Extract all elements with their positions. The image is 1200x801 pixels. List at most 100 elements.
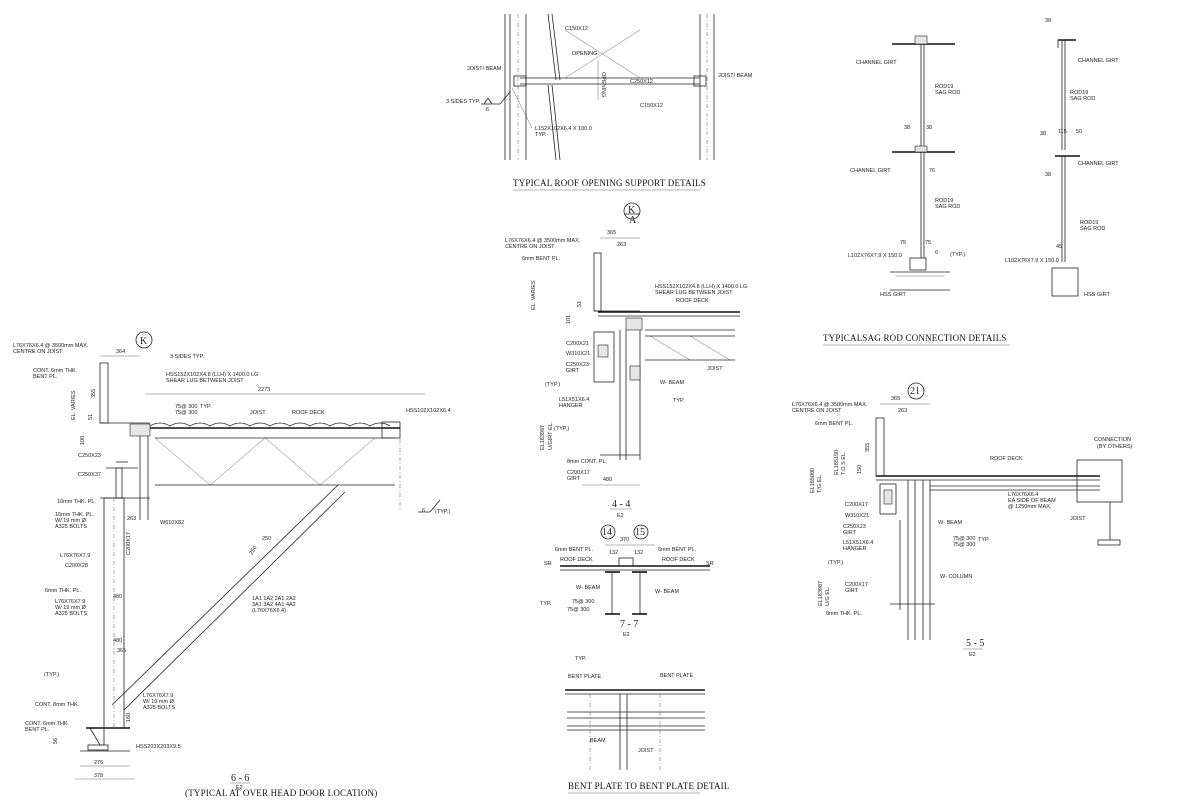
label-brace2-66: 3A1 3A2 4A1 4A2 bbox=[252, 602, 296, 608]
label-3-sides: 3 SIDES TYP. bbox=[446, 99, 481, 105]
label-joist-right: JOIST/ BEAM bbox=[718, 73, 753, 79]
label-sr-r-77: SR bbox=[706, 561, 714, 567]
label-sag-rod-1: SAG ROD bbox=[935, 90, 960, 96]
dim-250b-brace: 250 bbox=[262, 536, 271, 542]
label-conn-55: CONNECTION bbox=[1094, 437, 1131, 443]
section-5-5: 21 365 263 L76X76X6.4 @ 3500mm MAX. CENT… bbox=[792, 382, 1133, 658]
dim-50: 50 bbox=[1076, 129, 1082, 135]
dim-480b-66: 480 bbox=[113, 638, 122, 644]
mark-14: 14 bbox=[602, 527, 612, 538]
label-roof-deck-44: ROOF DECK bbox=[676, 298, 709, 304]
label-ea-55: EA SIDE OF BEAM bbox=[1008, 498, 1056, 504]
label-shear-44: SHEAR LUG BETWEEN JOIST bbox=[655, 290, 733, 296]
label-typ3-66: (TYP.) bbox=[435, 509, 450, 515]
label-typ-77: TYP. bbox=[540, 601, 552, 607]
label-typ3-44: (TYP.) bbox=[554, 426, 569, 432]
dim-38-right-2: 38 bbox=[1045, 172, 1051, 178]
dim-38-b: 38 bbox=[926, 125, 932, 131]
label-girt-55: GIRT bbox=[843, 530, 857, 536]
dim-365-66: 365 bbox=[117, 648, 126, 654]
label-c150-top: C150X12 bbox=[565, 26, 588, 32]
dim-480-66: 480 bbox=[113, 594, 122, 600]
label-beam-bent: BEAM bbox=[590, 738, 606, 744]
dim-45: 45 bbox=[1056, 244, 1062, 250]
label-c75b-77: 75@ 300 bbox=[567, 607, 589, 613]
label-bent-l-77: 6mm BENT PL. bbox=[555, 547, 594, 553]
dim-365-55: 365 bbox=[891, 396, 900, 402]
label-l102-1: L102X76X7.9 X 150.0 bbox=[848, 253, 902, 259]
label-l51-55: L51X51X6.4 bbox=[843, 540, 873, 546]
label-brace1-66: 1A1 1A2 2A1 2A2 bbox=[252, 596, 296, 602]
label-channel-girt-3: CHANNEL GIRT bbox=[1078, 58, 1119, 64]
label-rod19-2: ROD19 bbox=[935, 198, 953, 204]
title-bent-plate: BENT PLATE TO BENT PLATE DETAIL bbox=[568, 781, 730, 791]
label-typ-44: (TYP.) bbox=[545, 382, 560, 388]
dim-76: 76 bbox=[929, 168, 935, 174]
label-typ: TYP. bbox=[535, 132, 547, 138]
label-others-55: (BY OTHERS) bbox=[1097, 444, 1133, 450]
label-l76-44: L76X76X6.4 @ 3500mm MAX. bbox=[505, 238, 581, 244]
label-bent-l: BENT PLATE bbox=[568, 674, 601, 680]
label-girt2-44: GIRT bbox=[567, 476, 581, 482]
title-roof-opening: TYPICAL ROOF OPENING SUPPORT DETAILS bbox=[513, 178, 706, 188]
sheet-77: E2 bbox=[623, 632, 630, 638]
label-typ-sag: (TYP.) bbox=[950, 252, 965, 258]
label-c250-44: C250X23 bbox=[566, 362, 589, 368]
label-el2-55: EL185000 bbox=[810, 468, 816, 493]
label-c75-77: 75@ 300 bbox=[572, 599, 594, 605]
label-tg-55: T/G EL. bbox=[817, 474, 823, 493]
label-hanger-44: HANGER bbox=[559, 403, 583, 409]
label-deck-r-77: ROOF DECK bbox=[662, 557, 695, 563]
dim-101-44: 101 bbox=[566, 315, 572, 324]
section-label-66: 6 - 6 bbox=[231, 773, 249, 784]
label-el-varies-66: EL. VARIES bbox=[71, 390, 77, 420]
label-hss-girt-1: HSS GIRT bbox=[880, 292, 907, 298]
dim-355: 355 bbox=[91, 389, 97, 398]
label-channel-girt-4: CHANNEL GIRT bbox=[1078, 161, 1119, 167]
label-el1-55: EL185150 bbox=[834, 450, 840, 475]
label-shear-66: SHEAR LUG BETWEEN JOIST bbox=[166, 378, 244, 384]
label-w-beam-55: W- BEAM bbox=[938, 520, 962, 526]
label-c200x28-66: C200X28 bbox=[65, 563, 88, 569]
label-l102-2: L102X76X7.9 X 150.0 bbox=[1005, 258, 1059, 264]
label-l76b-66: L76X76X7.9 bbox=[60, 553, 90, 559]
section-6-6: K L76X76X6.4 @ 3500mm MAX. CENTRE ON JOI… bbox=[13, 331, 451, 798]
dim-150-55: 150 bbox=[857, 465, 863, 474]
sag-rod-detail: CHANNEL GIRT ROD19 SAG ROD 38 38 CHANNEL… bbox=[823, 18, 1119, 346]
label-ug-55: U/G EL. bbox=[825, 586, 831, 606]
mark-k-66: K bbox=[140, 336, 148, 347]
label-typ2-44: TYP. bbox=[673, 398, 685, 404]
label-c200x17-55: C200X17 bbox=[845, 582, 868, 588]
dim-370: 370 bbox=[620, 537, 629, 543]
label-joist-left: JOIST/ BEAM bbox=[467, 66, 502, 72]
dim-75-b: 75 bbox=[925, 240, 931, 246]
dim-38-right-top: 38 bbox=[1045, 18, 1051, 24]
label-joist-bent: JOIST bbox=[638, 748, 654, 754]
label-typ-55: TYP. bbox=[978, 537, 990, 543]
label-tos-55: T.O.S EL. bbox=[841, 451, 847, 475]
dim-38-right: 38 bbox=[1040, 131, 1046, 137]
label-sag-rod-4: SAG ROD bbox=[1080, 226, 1105, 232]
label-el-varies-44: EL. VARIES bbox=[531, 280, 537, 310]
label-centre-44: CENTRE ON JOIST bbox=[505, 244, 555, 250]
dim-364: 364 bbox=[116, 349, 125, 355]
label-channel-girt-2: CHANNEL GIRT bbox=[850, 168, 891, 174]
section-label-55: 5 - 5 bbox=[966, 638, 984, 649]
label-weld-66: 6 bbox=[422, 508, 425, 514]
dim-365-44: 365 bbox=[607, 230, 616, 236]
label-c250x37-66: C250X37 bbox=[78, 472, 101, 478]
label-opening-vertical: OPENING bbox=[600, 72, 606, 97]
dim-51-44: 51 bbox=[577, 301, 583, 307]
dim-160-66: 160 bbox=[126, 713, 132, 722]
label-opening: OPENING bbox=[572, 51, 597, 57]
dim-115: 115 bbox=[1058, 129, 1067, 135]
label-rod19-4: ROD19 bbox=[1080, 220, 1098, 226]
label-hanger-55: HANGER bbox=[843, 546, 867, 552]
label-hss3-66: HSS203X203X9.5 bbox=[136, 744, 181, 750]
label-joist-44: JOIST bbox=[707, 366, 723, 372]
label-pl8-55: 8mm THK. PL. bbox=[826, 611, 862, 617]
dim-100-66: 100 bbox=[80, 436, 86, 445]
section-4-4: K A 365 263 L76X76X6.4 @ 3500mm MAX. CEN… bbox=[505, 202, 747, 519]
label-el3-55: EL183987 bbox=[818, 581, 824, 606]
